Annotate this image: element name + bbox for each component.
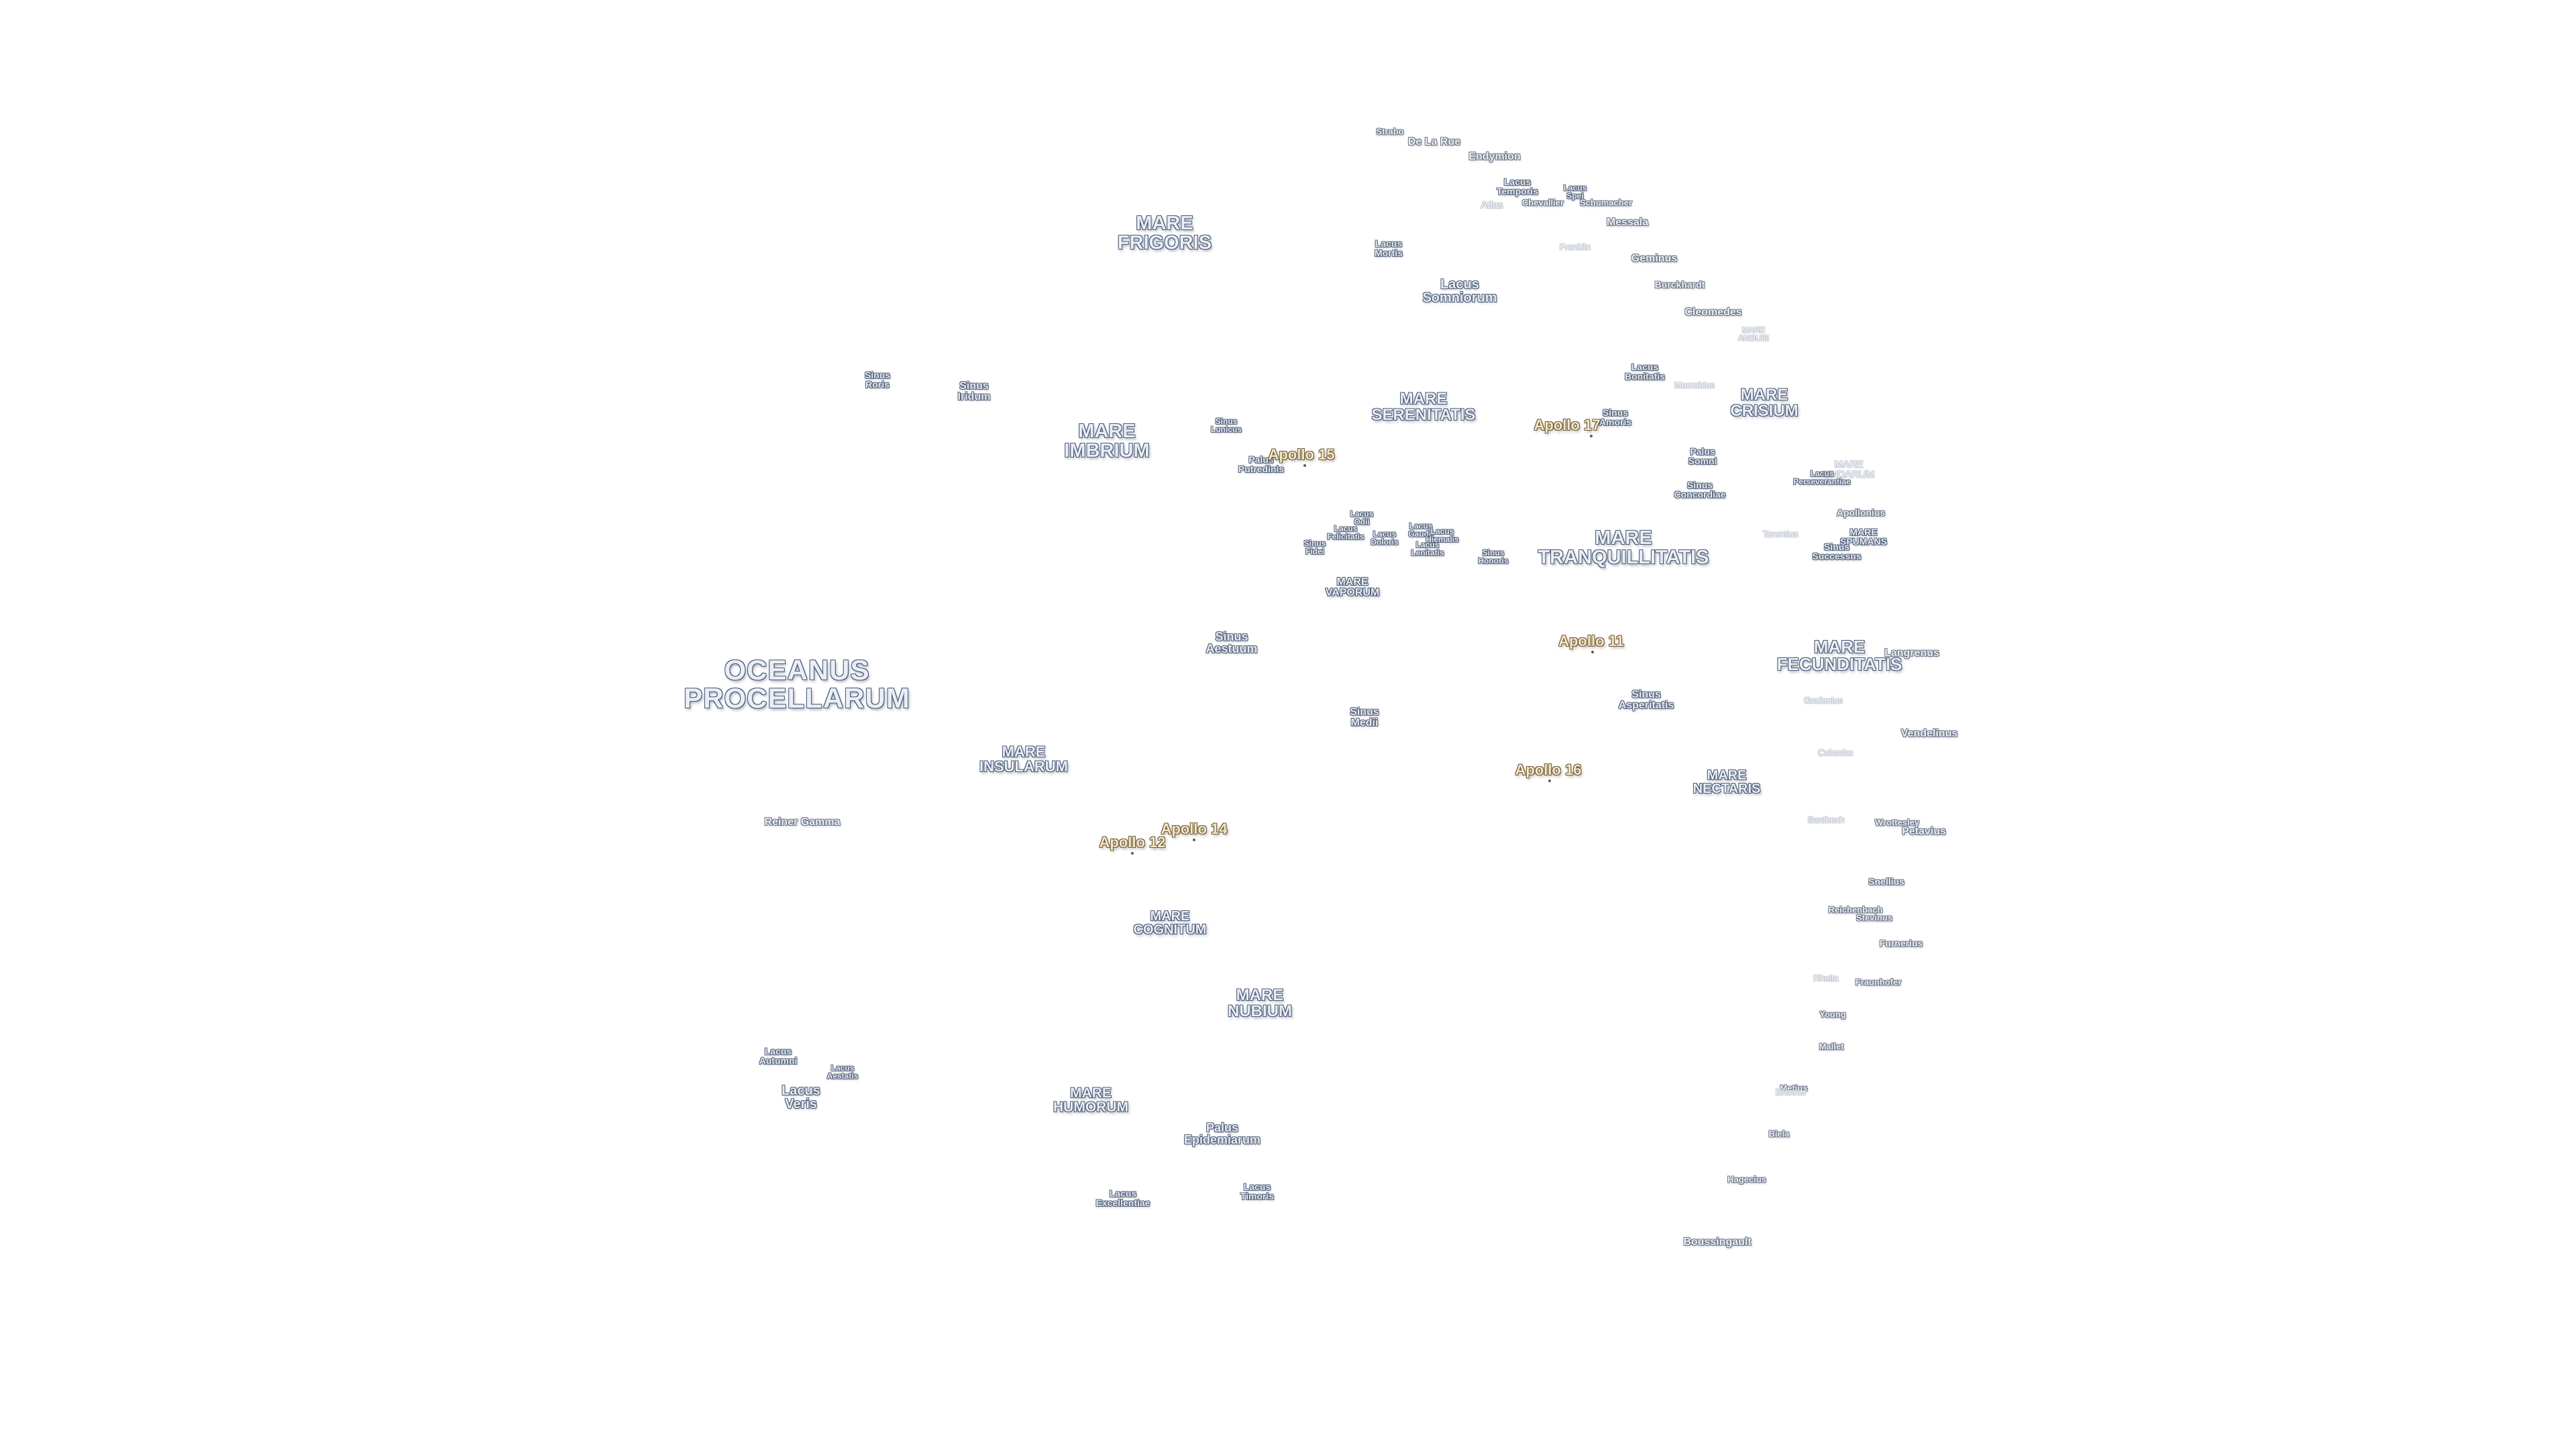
sinus-asperitatis-label: Sinus Asperitatis bbox=[1618, 689, 1674, 711]
mallet-label: Mallet bbox=[1819, 1041, 1844, 1052]
sinus-concordiae-label: Sinus Concordiae bbox=[1674, 480, 1726, 500]
schumacher-label: Schumacher bbox=[1579, 197, 1633, 208]
lacus-doloris-label: Lacus Doloris bbox=[1371, 529, 1399, 547]
brenner-label: Brenner bbox=[1775, 1087, 1807, 1097]
sinus-honoris-label: Sinus Honoris bbox=[1478, 548, 1509, 566]
reiner-gamma-label: Reiner Gamma bbox=[764, 816, 841, 828]
sinus-iridum-label: Sinus Iridum bbox=[957, 380, 991, 402]
lacus-spei-label: Lacus Spei bbox=[1563, 183, 1587, 201]
mare-undarum-label: MARE UNDARUM bbox=[1823, 459, 1875, 480]
geminus-label: Geminus bbox=[1631, 253, 1678, 264]
lacus-odii-label: Lacus Odii bbox=[1350, 509, 1374, 527]
sinus-lunicus-label: Sinus Lunicus bbox=[1210, 417, 1242, 434]
reichenbach-label: Reichenbach bbox=[1828, 904, 1883, 915]
langrenus-label: Langrenus bbox=[1884, 647, 1939, 659]
mare-frigoris-label: MARE FRIGORIS bbox=[1117, 213, 1212, 254]
mare-imbrium-label: MARE IMBRIUM bbox=[1064, 421, 1150, 462]
lacus-aestatis-label: Lacus Aestatis bbox=[826, 1063, 859, 1081]
lacus-temporis-label: Lacus Temporis bbox=[1497, 176, 1538, 197]
palus-somni-label: Palus Somni bbox=[1688, 446, 1717, 466]
apollo-12-label: Apollo 12 bbox=[1099, 834, 1166, 851]
lacus-mortis-label: Lacus Mortis bbox=[1375, 238, 1403, 258]
lacus-hiemalis-label: Lacus Hiemalis bbox=[1426, 527, 1459, 544]
lacus-lenitatis-label: Lacus Lenitatis bbox=[1411, 540, 1444, 557]
cleomedes-label: Cleomedes bbox=[1684, 307, 1742, 318]
palus-putredinis-label: Palus Putredinis bbox=[1238, 454, 1285, 474]
mare-spumans-label: MARE SPUMANS bbox=[1839, 527, 1888, 547]
lacus-veris-label: Lacus Veris bbox=[782, 1083, 820, 1112]
apollo-14-label: Apollo 14 bbox=[1161, 820, 1228, 837]
santbech-label: Santbech bbox=[1807, 814, 1845, 825]
apollo-11-label: Apollo 11 bbox=[1558, 633, 1624, 649]
apollo-15-label: Apollo 15 bbox=[1268, 446, 1335, 463]
de-la-rue-label: De La Rue bbox=[1407, 136, 1461, 148]
petavius-label: Petavius bbox=[1902, 826, 1946, 837]
colombo-label: Colombo bbox=[1817, 747, 1854, 758]
lacus-gaudii-label: Lacus Gaudii bbox=[1408, 521, 1434, 539]
young-label: Young bbox=[1819, 1009, 1846, 1020]
sinus-aestuum-label: Sinus Aestuum bbox=[1205, 630, 1258, 655]
atlas-label: Atlas bbox=[1481, 199, 1503, 211]
snellius-label: Snellius bbox=[1868, 876, 1904, 887]
furnerius-label: Furnerius bbox=[1879, 938, 1923, 949]
franklin-label: Franklin bbox=[1559, 241, 1591, 252]
apollo-17-marker bbox=[1590, 435, 1593, 437]
hagecius-label: Hagecius bbox=[1727, 1174, 1766, 1185]
sinus-fidei-label: Sinus Fidei bbox=[1303, 539, 1326, 556]
apollo-16-marker bbox=[1548, 780, 1551, 782]
mare-fecunditatis-label: MARE FECUNDITATIS bbox=[1776, 637, 1902, 674]
palus-epidemiarum-label: Palus Epidemiarum bbox=[1183, 1121, 1261, 1146]
apollo-15-marker bbox=[1303, 464, 1306, 467]
mare-nubium-label: MARE NUBIUM bbox=[1228, 986, 1292, 1020]
lacus-somniorum-label: Lacus Somniorum bbox=[1422, 277, 1497, 305]
strabo-label: Strabo bbox=[1376, 126, 1404, 137]
messala-label: Messala bbox=[1606, 217, 1649, 228]
lacus-timoris-label: Lacus Timoris bbox=[1240, 1181, 1275, 1201]
mare-tranquillitatis-label: MARE TRANQUILLITATIS bbox=[1538, 527, 1709, 568]
lacus-autumni-label: Lacus Autumni bbox=[759, 1046, 798, 1066]
vendelinus-label: Vendelinus bbox=[1900, 728, 1958, 739]
mare-humorum-label: MARE HUMORUM bbox=[1053, 1085, 1128, 1115]
mare-cognitum-label: MARE COGNITUM bbox=[1133, 909, 1207, 937]
endymion-label: Endymion bbox=[1468, 151, 1521, 162]
apollonius-label: Apollonius bbox=[1836, 507, 1886, 518]
apollo-17-label: Apollo 17 bbox=[1534, 417, 1601, 433]
apollo-14-marker bbox=[1193, 839, 1195, 841]
metius-label: Metius bbox=[1780, 1083, 1808, 1093]
mare-crisium-label: MARE CRISIUM bbox=[1730, 386, 1799, 420]
biela-label: Biela bbox=[1768, 1128, 1790, 1139]
stevinus-label: Stevinus bbox=[1856, 912, 1893, 923]
mare-serenitatis-label: MARE SERENITATIS bbox=[1371, 390, 1476, 424]
mare-nectaris-label: MARE NECTARIS bbox=[1693, 768, 1761, 796]
lacus-felicitatis-label: Lacus Felicitatis bbox=[1327, 524, 1364, 541]
oceanus-procellarum-label: OCEANUS PROCELLARUM bbox=[684, 654, 910, 714]
wrottesley-label: Wrottesley bbox=[1874, 817, 1920, 828]
rheita-label: Rheita bbox=[1813, 973, 1839, 983]
goclenius-label: Goclenius bbox=[1804, 695, 1843, 706]
sinus-medii-label: Sinus Medii bbox=[1350, 706, 1379, 729]
apollo-12-marker bbox=[1131, 852, 1134, 855]
taruntius-label: Taruntius bbox=[1762, 529, 1799, 539]
apollo-16-label: Apollo 16 bbox=[1515, 761, 1582, 778]
fraunhofer-label: Fraunhofer bbox=[1855, 977, 1902, 987]
apollo-11-marker bbox=[1591, 651, 1594, 653]
lacus-bonitatis-label: Lacus Bonitatis bbox=[1625, 362, 1665, 382]
boussingault-label: Boussingault bbox=[1683, 1236, 1752, 1248]
mare-insularum-label: MARE INSULARUM bbox=[979, 743, 1068, 775]
sinus-amoris-label: Sinus Amoris bbox=[1599, 407, 1632, 427]
sinus-roris-label: Sinus Roris bbox=[864, 370, 891, 390]
lacus-excellentiae-label: Lacus Excellentiae bbox=[1095, 1188, 1150, 1208]
mare-anguis-label: MARE ANGUIS bbox=[1737, 325, 1770, 343]
lacus-perseverantiae-label: Lacus Perseverantiae bbox=[1793, 469, 1851, 486]
chevallier-label: Chevallier bbox=[1521, 197, 1564, 208]
sinus-successus-label: Sinus Successus bbox=[1812, 541, 1862, 561]
mare-vaporum-label: MARE VAPORUM bbox=[1325, 576, 1380, 598]
macrobius-label: Macrobius bbox=[1674, 380, 1715, 390]
burckhardt-label: Burckhardt bbox=[1654, 279, 1705, 290]
